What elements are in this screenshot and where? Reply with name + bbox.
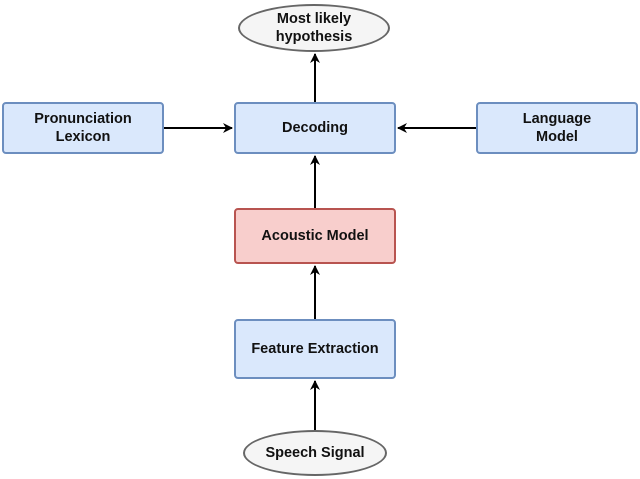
- acoustic-model-node: Acoustic Model: [234, 208, 396, 264]
- speech-signal-label: Speech Signal: [265, 445, 365, 461]
- hypothesis-node: Most likely hypothesis: [238, 4, 390, 52]
- feature-extraction-node: Feature Extraction: [234, 319, 396, 379]
- pronunciation-lexicon-label: Pronunciation Lexicon: [34, 111, 132, 145]
- hypothesis-label: Most likely hypothesis: [275, 11, 353, 45]
- language-model-node: Language Model: [476, 102, 638, 154]
- decoding-node: Decoding: [234, 102, 396, 154]
- language-model-label: Language Model: [522, 111, 592, 145]
- decoding-label: Decoding: [281, 120, 349, 136]
- pronunciation-lexicon-node: Pronunciation Lexicon: [2, 102, 164, 154]
- feature-extraction-label: Feature Extraction: [251, 341, 379, 357]
- acoustic-model-label: Acoustic Model: [261, 228, 369, 244]
- speech-signal-node: Speech Signal: [243, 430, 387, 476]
